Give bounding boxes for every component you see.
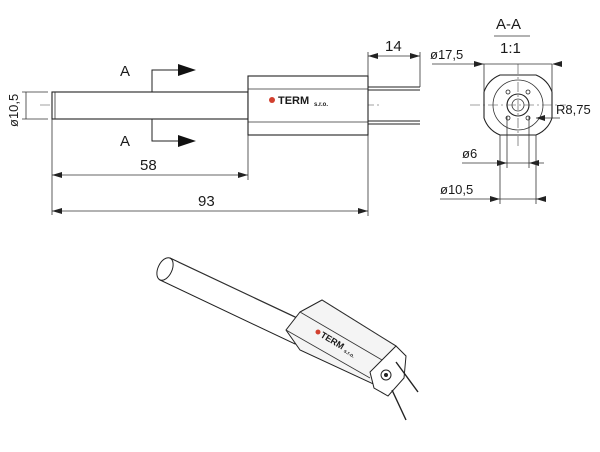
iso-wire xyxy=(391,389,407,421)
dim-diameter-left-label: ø10,5 xyxy=(6,94,21,127)
logo-text: TERM xyxy=(278,95,309,107)
arrowhead xyxy=(536,115,545,121)
dim-14-label: 14 xyxy=(385,38,402,55)
dim-58-label: 58 xyxy=(140,157,157,174)
iso-rod-end xyxy=(156,257,174,281)
arrowhead xyxy=(52,208,62,214)
iso-end-bore-inner xyxy=(384,373,388,377)
dim-93: 93 xyxy=(52,135,369,216)
arrowhead xyxy=(536,196,546,202)
iso-sleeve-edge xyxy=(285,329,371,379)
arrowhead xyxy=(368,53,378,59)
dim-14: 14 xyxy=(367,38,421,87)
iso-logo-small: s.r.o. xyxy=(342,348,356,359)
section-view: A-A 1:1 ø17,5 R8,75 ø6 xyxy=(430,16,591,204)
section-arrow-top-head xyxy=(178,64,196,76)
section-arrow-top-line xyxy=(151,69,180,92)
hex-sleeve xyxy=(247,75,369,136)
iso-wire xyxy=(395,361,419,393)
dim-radius-label: R8,75 xyxy=(556,102,591,117)
terminal-hole xyxy=(525,89,531,95)
section-marker-bottom: A xyxy=(120,133,130,150)
arrowhead xyxy=(52,172,62,178)
iso-sleeve-edge xyxy=(321,299,397,347)
arrowhead xyxy=(358,208,368,214)
dim-diameter-10-5-label: ø10,5 xyxy=(440,182,473,197)
arrowhead xyxy=(529,160,539,166)
section-scale: 1:1 xyxy=(500,40,521,57)
iso-rod-highlight xyxy=(177,261,304,322)
section-arrow-bottom-head xyxy=(178,135,196,147)
arrowhead xyxy=(552,61,562,67)
rod-body xyxy=(51,91,249,120)
section-title: A-A xyxy=(496,16,521,33)
section-arrows: A A xyxy=(120,63,196,150)
arrowhead xyxy=(474,61,484,67)
arrowhead xyxy=(490,196,500,202)
arrowhead xyxy=(410,53,420,59)
iso-logo-mark-icon xyxy=(315,329,321,335)
iso-sleeve-edge xyxy=(299,311,383,361)
dim-58: 58 xyxy=(51,119,249,215)
side-view: TERM s.r.o. xyxy=(40,75,420,136)
dim-diameter-left: ø10,5 xyxy=(6,91,48,127)
arrowhead xyxy=(238,172,248,178)
iso-rod xyxy=(159,257,307,345)
terminal-hole xyxy=(525,115,531,121)
section-arrow-bottom-line xyxy=(151,119,180,142)
isometric-view: TERM s.r.o. xyxy=(156,257,419,421)
section-marker-top: A xyxy=(120,63,130,80)
arrowhead xyxy=(497,160,507,166)
dim-93-label: 93 xyxy=(198,193,215,210)
dim-diameter-6-label: ø6 xyxy=(462,146,477,161)
logo-mark-icon xyxy=(269,97,275,103)
brand-logo: TERM s.r.o. xyxy=(269,95,328,108)
terminal-hole xyxy=(505,89,511,95)
logo-small: s.r.o. xyxy=(314,102,328,108)
dim-diameter-17-5-label: ø17,5 xyxy=(430,47,463,62)
